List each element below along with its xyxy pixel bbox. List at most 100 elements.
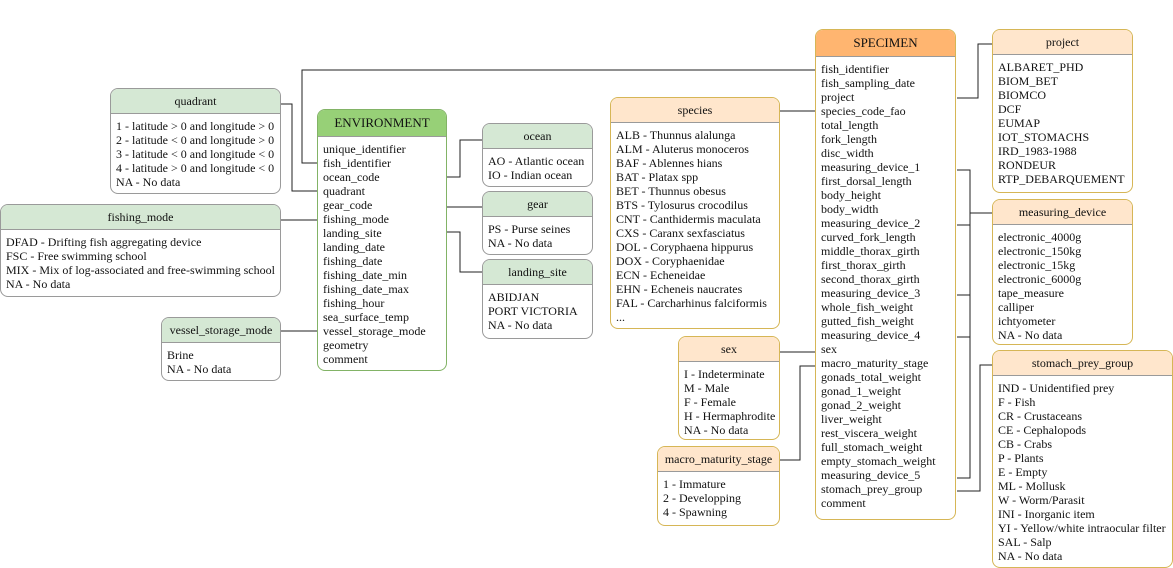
link-device-5: [957, 337, 971, 479]
table-row: I - Indeterminate: [684, 367, 765, 381]
quadrant-table[interactable]: quadrant 1 - latitude > 0 and longitude …: [110, 88, 281, 194]
table-row: 4 - Spawning: [663, 505, 727, 519]
table-row: IOT_STOMACHS: [998, 130, 1090, 144]
table-row: liver_weight: [821, 412, 882, 426]
table-row: ALB - Thunnus alalunga: [616, 128, 736, 142]
table-row: fish_identifier: [821, 62, 889, 76]
table-row: fishing_date: [323, 254, 383, 268]
table-row: comment: [821, 496, 866, 510]
table-row: NA - No data: [167, 362, 232, 376]
table-row: BAT - Platax spp: [616, 170, 699, 184]
table-row: CR - Crustaceans: [998, 409, 1082, 423]
table-row: PORT VICTORIA: [488, 304, 578, 318]
table-row: ABIDJAN: [488, 290, 540, 304]
table-row: calliper: [998, 300, 1034, 314]
stomach-prey-group-table[interactable]: stomach_prey_group IND - Unidentified pr…: [992, 350, 1173, 568]
link-device-1: [957, 169, 993, 214]
table-row: Brine: [167, 348, 194, 362]
table-row: W - Worm/Parasit: [998, 493, 1085, 507]
table-row: total_length: [821, 118, 879, 132]
table-row: CXS - Caranx sexfasciatus: [616, 226, 745, 240]
table-row: gonad_1_weight: [821, 384, 901, 398]
table-row: project: [821, 90, 855, 104]
table-row: IRD_1983-1988: [998, 144, 1077, 158]
table-row: vessel_storage_mode: [323, 324, 426, 338]
table-row: 4 - latitude > 0 and longitude < 0: [116, 161, 275, 175]
table-row: measuring_device_3: [821, 286, 921, 300]
table-row: landing_date: [323, 240, 385, 254]
table-row: empty_stomach_weight: [821, 454, 936, 468]
table-row: H - Hermaphrodite: [684, 409, 776, 423]
table-row: rest_viscera_weight: [821, 426, 917, 440]
table-row: NA - No data: [998, 328, 1063, 342]
table-row: NA - No data: [116, 175, 181, 189]
table-row: 1 - latitude > 0 and longitude > 0: [116, 119, 275, 133]
table-row: measuring_device_1: [821, 160, 921, 174]
table-row: disc_width: [821, 146, 874, 160]
table-row: measuring_device_5: [821, 468, 921, 482]
table-title: vessel_storage_mode: [162, 318, 280, 343]
table-row: measuring_device_4: [821, 328, 921, 342]
table-row: EUMAP: [998, 116, 1041, 130]
table-title: macro_maturity_stage: [658, 447, 779, 472]
table-row: species_code_fao: [821, 104, 906, 118]
table-row: full_stomach_weight: [821, 440, 923, 454]
table-row: measuring_device_2: [821, 216, 921, 230]
link-project: [957, 43, 993, 99]
table-row: gonad_2_weight: [821, 398, 901, 412]
table-row: gutted_fish_weight: [821, 314, 914, 328]
table-row: 2 - latitude < 0 and longitude > 0: [116, 133, 275, 147]
table-row: electronic_150kg: [998, 244, 1082, 258]
table-row: electronic_6000g: [998, 272, 1082, 286]
table-row: F - Female: [684, 395, 736, 409]
table-row: comment: [323, 352, 368, 366]
table-row: 2 - Developping: [663, 491, 741, 505]
table-row: IND - Unidentified prey: [998, 381, 1115, 395]
table-title: stomach_prey_group: [993, 351, 1172, 376]
table-row: fishing_date_max: [323, 282, 409, 296]
table-row: first_thorax_girth: [821, 258, 906, 272]
table-row: RTP_DEBARQUEMENT: [998, 172, 1125, 186]
table-title: ocean: [483, 124, 592, 149]
table-row: SAL - Salp: [998, 535, 1052, 549]
fishing-mode-table[interactable]: fishing_mode DFAD - Drifting fish aggreg…: [0, 204, 281, 297]
table-row: E - Empty: [998, 465, 1048, 479]
table-title: sex: [679, 337, 779, 362]
table-title: species: [611, 98, 779, 123]
link-device-2: [957, 213, 971, 226]
table-row: geometry: [323, 338, 369, 352]
table-title: landing_site: [483, 260, 592, 285]
table-row: DFAD - Drifting fish aggregating device: [6, 235, 202, 249]
table-row: DOL - Coryphaena hippurus: [616, 240, 754, 254]
table-row: EHN - Echeneis naucrates: [616, 282, 743, 296]
table-row: body_width: [821, 202, 879, 216]
table-row: macro_maturity_stage: [821, 356, 929, 370]
table-row: NA - No data: [488, 236, 553, 250]
table-row: IO - Indian ocean: [488, 168, 573, 182]
link-stomach-prey: [957, 364, 993, 492]
table-row: CE - Cephalopods: [998, 423, 1086, 437]
table-title: ENVIRONMENT: [318, 110, 446, 137]
table-title: gear: [483, 192, 592, 217]
table-row: DCF: [998, 102, 1022, 116]
table-row: ECN - Echeneidae: [616, 268, 706, 282]
